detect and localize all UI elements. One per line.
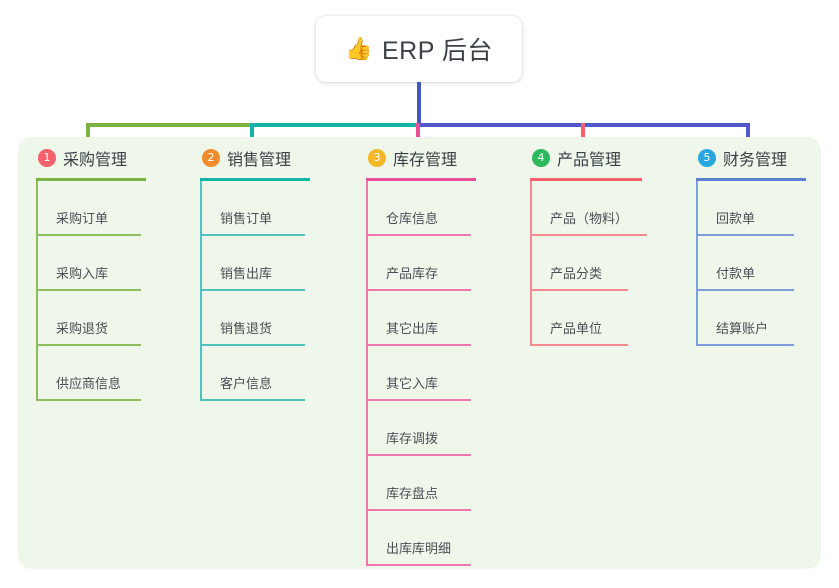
module-number-badge: 2	[202, 149, 220, 167]
list-item-label: 结算账户	[716, 321, 769, 336]
list-spine	[366, 181, 368, 566]
list-item-label: 供应商信息	[56, 376, 122, 391]
module-item-list: 仓库信息 产品库存 其它出库 其它入库 库存调拨 库存盘点 出库库明细	[366, 181, 526, 566]
modules-panel	[18, 137, 821, 569]
list-item[interactable]: 产品（物料）	[530, 181, 700, 236]
module-column-finance: 5 财务管理 回款单 付款单 结算账户	[696, 145, 839, 346]
list-item[interactable]: 供应商信息	[36, 346, 196, 401]
list-item[interactable]: 销售退货	[200, 291, 360, 346]
connector-drop-inventory	[416, 123, 420, 150]
list-item[interactable]: 客户信息	[200, 346, 360, 401]
module-item-list: 采购订单 采购入库 采购退货 供应商信息	[36, 181, 196, 401]
module-header-finance[interactable]: 5 财务管理	[696, 145, 839, 171]
module-column-sales: 2 销售管理 销售订单 销售出库 销售退货 客户信息	[200, 145, 360, 401]
list-item[interactable]: 其它入库	[366, 346, 526, 401]
root-node-card[interactable]: 👍 ERP 后台	[316, 16, 522, 82]
module-item-list: 产品（物料） 产品分类 产品单位	[530, 181, 700, 346]
module-header-purchasing[interactable]: 1 采购管理	[36, 145, 196, 171]
module-header-rule	[696, 178, 806, 181]
module-column-purchasing: 1 采购管理 采购订单 采购入库 采购退货 供应商信息	[36, 145, 196, 401]
module-title: 财务管理	[723, 152, 788, 169]
list-item[interactable]: 采购退货	[36, 291, 196, 346]
list-item-label: 产品库存	[386, 266, 439, 281]
list-item-label: 仓库信息	[386, 211, 439, 226]
list-spine	[200, 181, 202, 401]
list-item-label: 出库库明细	[386, 541, 452, 556]
list-item[interactable]: 产品分类	[530, 236, 700, 291]
module-header-rule	[36, 178, 146, 181]
module-number-badge: 3	[368, 149, 386, 167]
list-item[interactable]: 回款单	[696, 181, 839, 236]
list-item-label: 其它出库	[386, 321, 439, 336]
list-item-label: 采购订单	[56, 211, 109, 226]
module-header-rule	[200, 178, 310, 181]
list-item[interactable]: 采购订单	[36, 181, 196, 236]
list-item-label: 回款单	[716, 211, 756, 226]
module-title: 采购管理	[63, 152, 128, 169]
list-item-label: 库存调拨	[386, 431, 439, 446]
list-item[interactable]: 产品单位	[530, 291, 700, 346]
module-title: 销售管理	[227, 152, 292, 169]
module-title: 库存管理	[393, 152, 458, 169]
module-column-inventory: 3 库存管理 仓库信息 产品库存 其它出库 其它入库 库存调拨 库存盘点 出库库…	[366, 145, 526, 566]
connector-bus-segment-middle	[250, 123, 418, 127]
list-item[interactable]: 销售订单	[200, 181, 360, 236]
module-number-badge: 4	[532, 149, 550, 167]
list-item-label: 付款单	[716, 266, 756, 281]
module-header-rule	[366, 178, 476, 181]
list-item-label: 采购入库	[56, 266, 109, 281]
connector-bus-segment-left	[86, 123, 252, 127]
list-item[interactable]: 采购入库	[36, 236, 196, 291]
list-item[interactable]: 结算账户	[696, 291, 839, 346]
module-header-inventory[interactable]: 3 库存管理	[366, 145, 526, 171]
connector-drop-product	[581, 123, 585, 150]
list-item-label: 销售订单	[220, 211, 273, 226]
root-node-label: ERP 后台	[382, 37, 493, 65]
module-title: 产品管理	[557, 152, 622, 169]
list-item[interactable]: 其它出库	[366, 291, 526, 346]
root-node-title: 👍 ERP 后台	[345, 31, 493, 67]
module-header-product[interactable]: 4 产品管理	[530, 145, 700, 171]
list-item[interactable]: 产品库存	[366, 236, 526, 291]
list-item-label: 其它入库	[386, 376, 439, 391]
connector-drop-purchasing	[86, 123, 90, 150]
module-number-badge: 1	[38, 149, 56, 167]
list-item[interactable]: 付款单	[696, 236, 839, 291]
list-item-label: 库存盘点	[386, 486, 439, 501]
list-item[interactable]: 销售出库	[200, 236, 360, 291]
list-item-label: 客户信息	[220, 376, 273, 391]
list-item[interactable]: 出库库明细	[366, 511, 526, 566]
connector-drop-sales	[250, 123, 254, 150]
thumbs-up-icon: 👍	[345, 36, 373, 61]
list-spine	[530, 181, 532, 346]
module-number-badge: 5	[698, 149, 716, 167]
module-item-list: 回款单 付款单 结算账户	[696, 181, 839, 346]
list-item[interactable]: 仓库信息	[366, 181, 526, 236]
list-item-label: 销售退货	[220, 321, 273, 336]
list-item-label: 产品分类	[550, 266, 603, 281]
list-item-label: 采购退货	[56, 321, 109, 336]
module-item-list: 销售订单 销售出库 销售退货 客户信息	[200, 181, 360, 401]
list-item-label: 销售出库	[220, 266, 273, 281]
list-item[interactable]: 库存调拨	[366, 401, 526, 456]
list-item-label: 产品单位	[550, 321, 603, 336]
module-header-sales[interactable]: 2 销售管理	[200, 145, 360, 171]
list-item-label: 产品（物料）	[550, 211, 629, 226]
connector-drop-finance	[746, 123, 750, 150]
root-connector-stem	[417, 82, 421, 125]
module-column-product: 4 产品管理 产品（物料） 产品分类 产品单位	[530, 145, 700, 346]
module-header-rule	[530, 178, 642, 181]
list-spine	[36, 181, 38, 401]
list-item[interactable]: 库存盘点	[366, 456, 526, 511]
list-spine	[696, 181, 698, 346]
